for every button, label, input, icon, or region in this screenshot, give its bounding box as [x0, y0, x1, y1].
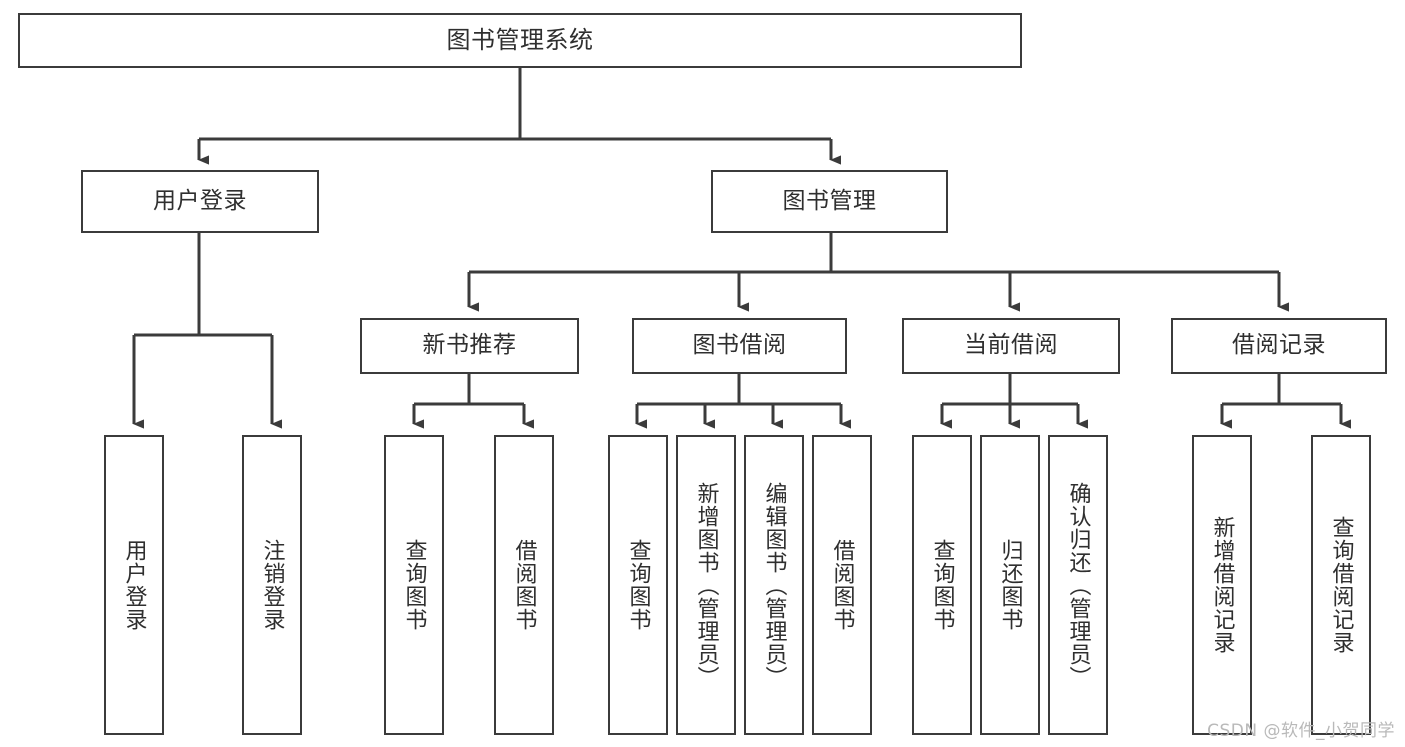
leaf-label: 编辑图书（管理员） [761, 481, 787, 689]
node-label: 用户登录 [153, 187, 247, 214]
leaf-label: 查询借阅记录 [1328, 516, 1354, 654]
leaf-label: 查询图书 [401, 539, 427, 631]
leaf-query-book-current[interactable]: 查询图书 [912, 435, 972, 735]
leaf-borrow-book[interactable]: 借阅图书 [812, 435, 872, 735]
leaf-label: 新增图书（管理员） [693, 481, 719, 689]
leaf-label: 注销登录 [259, 539, 285, 631]
leaf-return-book[interactable]: 归还图书 [980, 435, 1040, 735]
leaf-query-book-borrow[interactable]: 查询图书 [608, 435, 668, 735]
leaf-query-book-recommend[interactable]: 查询图书 [384, 435, 444, 735]
node-book-management[interactable]: 图书管理 [711, 170, 948, 233]
leaf-label: 确认归还（管理员） [1065, 481, 1091, 689]
node-new-book-recommend[interactable]: 新书推荐 [360, 318, 579, 374]
leaf-label: 用户登录 [121, 539, 147, 631]
node-current-borrow[interactable]: 当前借阅 [902, 318, 1120, 374]
leaf-add-borrow-record[interactable]: 新增借阅记录 [1192, 435, 1252, 735]
leaf-label: 新增借阅记录 [1209, 516, 1235, 654]
node-label: 新书推荐 [422, 332, 517, 359]
node-label: 图书管理系统 [446, 26, 594, 55]
leaf-label: 归还图书 [997, 539, 1023, 631]
node-book-borrow[interactable]: 图书借阅 [632, 318, 847, 374]
leaf-edit-book-admin[interactable]: 编辑图书（管理员） [744, 435, 804, 735]
leaf-logout[interactable]: 注销登录 [242, 435, 302, 735]
node-label: 当前借阅 [964, 332, 1058, 359]
leaf-confirm-return-admin[interactable]: 确认归还（管理员） [1048, 435, 1108, 735]
leaf-query-borrow-record[interactable]: 查询借阅记录 [1311, 435, 1371, 735]
node-label: 图书借阅 [692, 332, 787, 359]
leaf-label: 借阅图书 [511, 539, 537, 631]
node-root-system[interactable]: 图书管理系统 [18, 13, 1022, 68]
node-borrow-records[interactable]: 借阅记录 [1171, 318, 1387, 374]
leaf-label: 借阅图书 [829, 539, 855, 631]
leaf-borrow-book-recommend[interactable]: 借阅图书 [494, 435, 554, 735]
leaf-label: 查询图书 [625, 539, 651, 631]
leaf-add-book-admin[interactable]: 新增图书（管理员） [676, 435, 736, 735]
node-label: 图书管理 [782, 187, 877, 214]
node-user-login[interactable]: 用户登录 [81, 170, 319, 233]
node-label: 借阅记录 [1232, 332, 1326, 359]
leaf-label: 查询图书 [929, 539, 955, 631]
leaf-user-login[interactable]: 用户登录 [104, 435, 164, 735]
